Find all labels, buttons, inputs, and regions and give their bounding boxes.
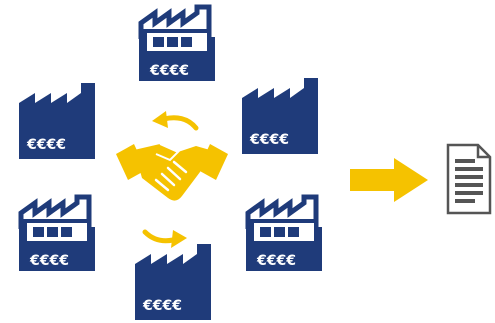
factory-mid-left: €€€€ xyxy=(17,83,101,161)
handshake-icon xyxy=(116,140,228,212)
factory-bottom-label: €€€€ xyxy=(142,298,182,314)
document-icon xyxy=(446,143,492,215)
factory-mid-left-label: €€€€ xyxy=(26,137,66,153)
factory-mid-right-label: €€€€ xyxy=(249,132,289,148)
factory-low-left-label: €€€€ xyxy=(29,253,69,269)
factory-bottom: €€€€ xyxy=(133,244,217,322)
factory-low-right-label: €€€€ xyxy=(256,253,296,269)
factory-low-left: €€€€ xyxy=(17,194,97,273)
factory-mid-right: €€€€ xyxy=(240,78,324,156)
arrow-right-icon xyxy=(350,158,428,202)
factory-top-label: €€€€ xyxy=(149,63,189,79)
factory-top: €€€€ xyxy=(137,4,217,83)
factory-low-right: €€€€ xyxy=(244,194,324,273)
curved-arrow-right-icon xyxy=(141,226,191,252)
curved-arrow-left-icon xyxy=(148,108,200,134)
